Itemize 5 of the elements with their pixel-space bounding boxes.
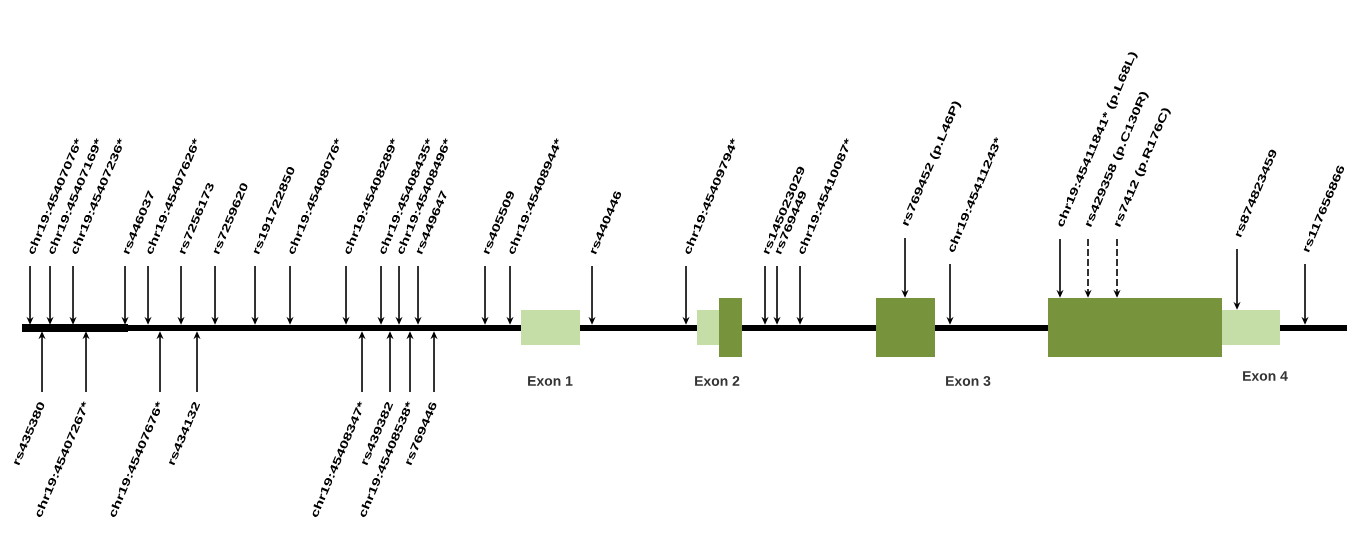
- exon-label: Exon 4: [1243, 371, 1288, 381]
- exon-label: Exon 1: [528, 376, 573, 386]
- exon-label: Exon 3: [946, 376, 991, 386]
- exon-box: [1048, 298, 1222, 357]
- exon-label: Exon 2: [695, 376, 740, 386]
